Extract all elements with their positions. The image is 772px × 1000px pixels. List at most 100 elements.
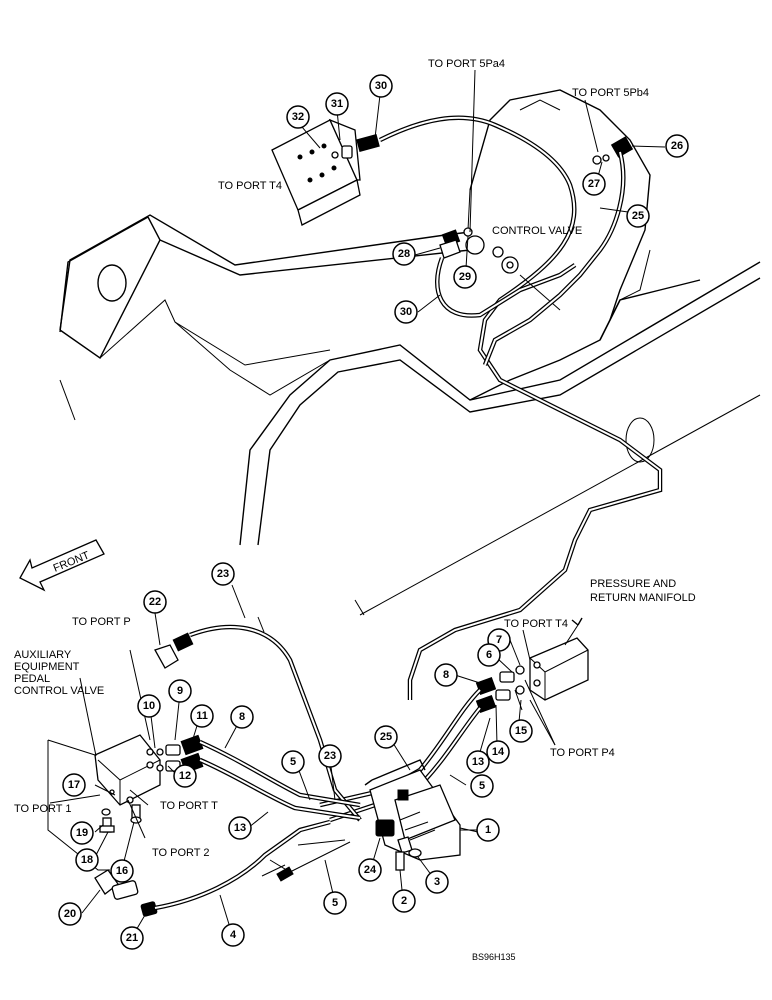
callout-23: 23 <box>318 744 342 768</box>
svg-text:30: 30 <box>375 80 387 92</box>
svg-text:8: 8 <box>443 669 449 681</box>
callout-32: 32 <box>286 105 310 129</box>
callout-3: 3 <box>425 870 449 894</box>
svg-text:19: 19 <box>76 827 88 839</box>
svg-text:25: 25 <box>632 210 644 222</box>
svg-text:16: 16 <box>116 865 128 877</box>
machine-frame <box>59 89 761 616</box>
callout-30: 30 <box>394 300 418 324</box>
svg-text:1: 1 <box>485 824 491 836</box>
callout-27: 27 <box>582 172 606 196</box>
label-to-port-1: TO PORT 1 <box>14 803 71 815</box>
callout-4: 4 <box>221 923 245 947</box>
callout-12: 12 <box>173 764 197 788</box>
svg-text:20: 20 <box>64 908 76 920</box>
svg-text:25: 25 <box>380 731 392 743</box>
svg-text:13: 13 <box>234 822 246 834</box>
svg-text:5: 5 <box>290 756 296 768</box>
callout-6: 6 <box>477 643 501 667</box>
svg-text:11: 11 <box>196 710 208 722</box>
callout-25: 25 <box>374 725 398 749</box>
svg-text:10: 10 <box>143 700 155 712</box>
svg-text:27: 27 <box>588 178 600 190</box>
callout-5: 5 <box>470 774 494 798</box>
callout-15: 15 <box>509 719 533 743</box>
svg-text:31: 31 <box>331 98 343 110</box>
svg-text:6: 6 <box>486 649 492 661</box>
callout-16: 16 <box>110 859 134 883</box>
hoses-8-13 <box>199 739 361 821</box>
callout-24: 24 <box>358 858 382 882</box>
label-control-valve-aux: CONTROL VALVE <box>14 685 104 697</box>
label-auxiliary: AUXILIARY <box>14 649 72 661</box>
manifold-fittings <box>475 665 556 746</box>
callout-25: 25 <box>626 204 650 228</box>
label-pressure-return-1: PRESSURE AND <box>590 578 676 590</box>
callout-31: 31 <box>325 92 349 116</box>
svg-text:26: 26 <box>671 140 683 152</box>
callout-28: 28 <box>392 242 416 266</box>
svg-text:3: 3 <box>434 876 440 888</box>
svg-text:18: 18 <box>81 854 93 866</box>
front-arrow <box>19 539 105 592</box>
callout-18: 18 <box>75 848 99 872</box>
callout-29: 29 <box>453 265 477 289</box>
pedal-assembly <box>364 759 479 861</box>
svg-text:15: 15 <box>515 725 527 737</box>
callout-20: 20 <box>58 902 82 926</box>
svg-text:5: 5 <box>332 897 338 909</box>
control-valve-fittings <box>435 69 577 318</box>
callout-19: 19 <box>70 821 94 845</box>
callout-23: 23 <box>211 562 235 586</box>
callout-8: 8 <box>434 663 458 687</box>
hose-4 <box>154 819 351 911</box>
svg-text:14: 14 <box>492 746 505 758</box>
pressure-return-manifold <box>529 617 589 701</box>
callout-13: 13 <box>228 816 252 840</box>
callout-30: 30 <box>369 74 393 98</box>
callout-22: 22 <box>143 590 167 614</box>
callout-5: 5 <box>281 750 305 774</box>
callout-17: 17 <box>62 773 86 797</box>
svg-text:24: 24 <box>364 864 377 876</box>
label-control-valve: CONTROL VALVE <box>492 225 582 237</box>
label-to-port-2: TO PORT 2 <box>152 847 209 859</box>
svg-text:17: 17 <box>68 779 80 791</box>
figure-code: BS96H135 <box>472 952 516 962</box>
svg-text:7: 7 <box>496 634 502 646</box>
svg-text:12: 12 <box>179 770 191 782</box>
callout-11: 11 <box>190 704 214 728</box>
callout-5: 5 <box>323 891 347 915</box>
port-t4-block <box>271 118 361 226</box>
svg-text:23: 23 <box>324 750 336 762</box>
label-to-port-t4-top: TO PORT T4 <box>218 180 282 192</box>
svg-text:9: 9 <box>177 685 183 697</box>
callout-1: 1 <box>476 818 500 842</box>
svg-text:13: 13 <box>472 756 484 768</box>
svg-text:2: 2 <box>401 895 407 907</box>
label-pedal: PEDAL <box>14 673 50 685</box>
svg-text:5: 5 <box>479 780 485 792</box>
svg-text:23: 23 <box>217 568 229 580</box>
hose-23 <box>154 616 362 822</box>
svg-text:21: 21 <box>126 932 138 944</box>
svg-text:8: 8 <box>239 711 245 723</box>
svg-text:29: 29 <box>459 271 471 283</box>
label-to-port-t: TO PORT T <box>160 800 218 812</box>
labels: TO PORT 5Pa4 TO PORT 5Pb4 TO PORT T4 CON… <box>14 58 696 962</box>
aux-pedal-control-valve <box>47 734 161 871</box>
callout-2: 2 <box>392 889 416 913</box>
callout-21: 21 <box>120 926 144 950</box>
hose-25-top-route <box>482 99 634 366</box>
svg-text:4: 4 <box>230 929 237 941</box>
svg-text:32: 32 <box>292 111 304 123</box>
callout-13: 13 <box>466 750 490 774</box>
callout-26: 26 <box>665 134 689 158</box>
label-equipment: EQUIPMENT <box>14 661 80 673</box>
label-to-port-p: TO PORT P <box>72 616 131 628</box>
callouts: 30 32 31 26 27 25 28 29 30 23 22 7 6 8 1… <box>58 74 689 950</box>
label-to-port-p4: TO PORT P4 <box>550 747 615 759</box>
label-pressure-return-2: RETURN MANIFOLD <box>590 592 696 604</box>
